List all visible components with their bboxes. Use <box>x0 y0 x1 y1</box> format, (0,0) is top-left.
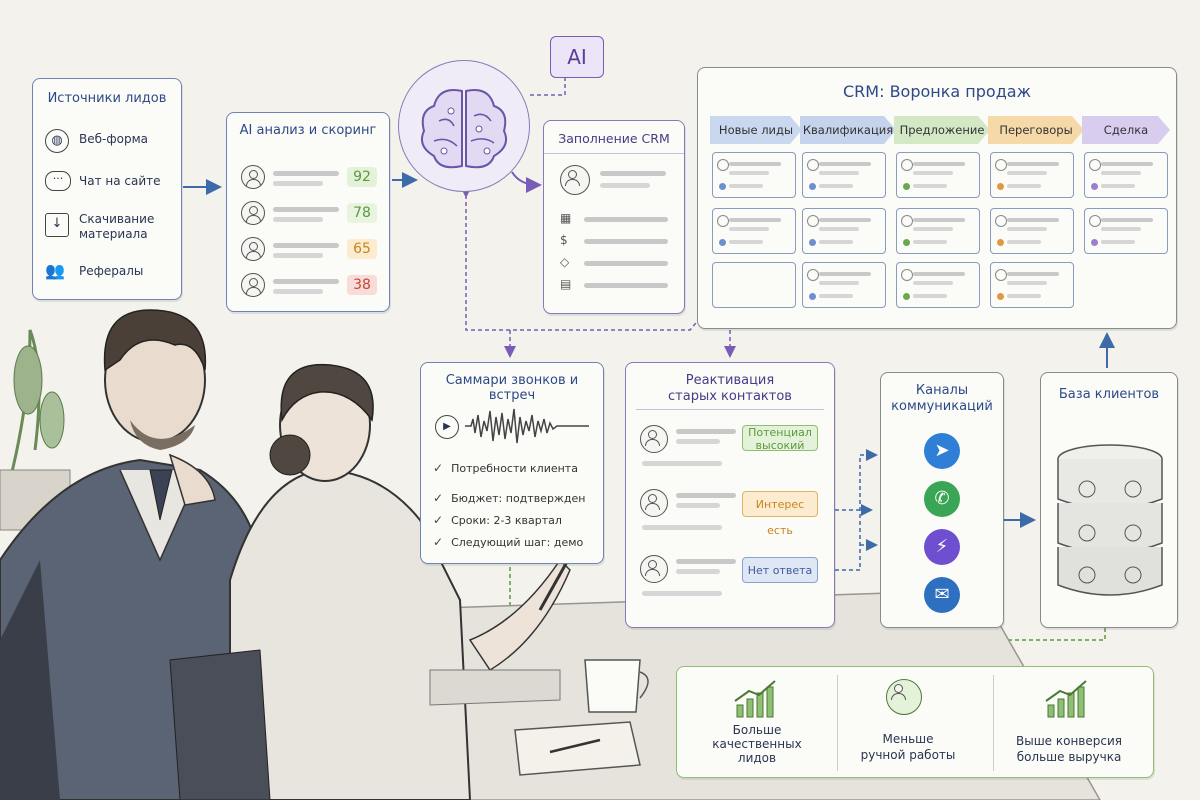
result-more-leads: Больше качественных лидов <box>687 675 827 771</box>
avatar <box>640 425 668 453</box>
source-label: Веб-форма <box>79 132 148 146</box>
avatar <box>241 237 265 261</box>
calendar-icon: ▤ <box>560 277 572 291</box>
score-badge: 65 <box>347 239 377 259</box>
avatar <box>241 165 265 189</box>
call-summary-panel: Саммари звонков и встреч ▶ ✓Потребности … <box>420 362 604 564</box>
ai-badge: AI <box>550 36 604 78</box>
funnel-stage-qualification: Квалификация <box>800 116 896 144</box>
funnel-card[interactable] <box>712 262 796 308</box>
summary-check-item: ✓Сроки: 2-3 квартал <box>433 513 562 527</box>
status-tag-no-response: Нет ответа <box>742 557 818 583</box>
result-label: Меньше ручной работы <box>860 732 956 762</box>
channels-title: Каналы коммуникаций <box>891 383 993 414</box>
ai-brain <box>398 60 530 192</box>
status-tag-interest: Интерес есть <box>742 491 818 537</box>
funnel-stage-negotiation: Переговоры <box>988 116 1084 144</box>
funnel-card[interactable] <box>1084 152 1168 198</box>
telegram-icon: ➤ <box>924 433 960 469</box>
ai-scoring-title: AI анализ и скоринг <box>239 123 377 138</box>
funnel-card[interactable] <box>712 152 796 198</box>
client-db-panel: База клиентов <box>1040 372 1178 628</box>
avatar <box>640 555 668 583</box>
summary-check-item: ✓Потребности клиента <box>433 461 578 475</box>
growth-chart-icon <box>734 680 776 718</box>
funnel-card[interactable] <box>802 262 886 308</box>
funnel-card[interactable] <box>802 152 886 198</box>
result-less-manual: Меньше ручной работы <box>837 675 978 771</box>
money-icon: $ <box>560 233 568 247</box>
result-higher-conversion: Выше конверсия больше выручка <box>993 675 1144 771</box>
crm-fill-panel: Заполнение CRM ▦ $ ◇ ▤ <box>543 120 685 314</box>
source-label: Чат на сайте <box>79 174 161 188</box>
building-icon: ▦ <box>560 211 572 225</box>
download-icon: ↓ <box>45 213 69 237</box>
summary-check-item: ✓Следующий шаг: демо <box>433 535 584 549</box>
source-label: Рефералы <box>79 264 144 278</box>
avatar <box>241 273 265 297</box>
funnel-card[interactable] <box>990 208 1074 254</box>
status-tag-high-potential: Потенциал высокий <box>742 425 818 452</box>
tag-icon: ◇ <box>560 255 570 269</box>
lead-sources-panel: Источники лидов ◍ Веб-форма ··· Чат на с… <box>32 78 182 300</box>
whatsapp-icon: ✆ <box>924 481 960 517</box>
result-label: Выше конверсия больше выручка <box>1015 734 1122 764</box>
summary-check-item: ✓Бюджет: подтвержден <box>433 491 586 505</box>
results-panel: Больше качественных лидов Меньше ручной … <box>676 666 1154 778</box>
lead-sources-title: Источники лидов <box>47 91 167 106</box>
funnel-card[interactable] <box>802 208 886 254</box>
channels-panel: Каналы коммуникаций ➤ ✆ ⚡ ✉ <box>880 372 1004 628</box>
result-label: Больше качественных лидов <box>712 723 802 765</box>
avatar <box>560 165 590 195</box>
funnel-stage-deal: Сделка <box>1082 116 1170 144</box>
email-icon: ✉ <box>924 577 960 613</box>
messenger-icon: ⚡ <box>924 529 960 565</box>
funnel-card[interactable] <box>712 208 796 254</box>
growth-chart-icon <box>1045 680 1087 718</box>
avatar <box>241 201 265 225</box>
funnel-card[interactable] <box>896 208 980 254</box>
funnel-card[interactable] <box>896 262 980 308</box>
crm-fill-title: Заполнение CRM <box>558 131 670 146</box>
avatar <box>640 489 668 517</box>
source-label: Скачивание материала <box>79 212 155 241</box>
brain-icon <box>421 89 507 169</box>
globe-icon: ◍ <box>45 129 69 153</box>
chat-icon: ··· <box>45 171 71 191</box>
reactivation-title: Реактивация старых контактов <box>668 373 792 404</box>
reactivation-panel: Реактивация старых контактов Потенциал в… <box>625 362 835 628</box>
funnel-stage-new-leads: Новые лиды <box>710 116 802 144</box>
user-icon <box>886 679 922 715</box>
ai-scoring-panel: AI анализ и скоринг 92 78 65 38 <box>226 112 390 312</box>
database-icon <box>1057 444 1163 596</box>
crm-funnel-title: CRM: Воронка продаж <box>843 82 1031 101</box>
play-icon: ▶ <box>435 415 459 439</box>
funnel-card[interactable] <box>990 152 1074 198</box>
call-summary-title: Саммари звонков и встреч <box>445 373 579 403</box>
score-badge: 38 <box>347 275 377 295</box>
people-icon: 👥 <box>45 261 65 280</box>
funnel-card[interactable] <box>990 262 1074 308</box>
funnel-stage-proposal: Предложение <box>894 116 990 144</box>
funnel-card[interactable] <box>1084 208 1168 254</box>
audio-waveform <box>465 408 589 444</box>
funnel-card[interactable] <box>896 152 980 198</box>
client-db-title: База клиентов <box>1058 387 1160 402</box>
score-badge: 78 <box>347 203 377 223</box>
score-badge: 92 <box>347 167 377 187</box>
